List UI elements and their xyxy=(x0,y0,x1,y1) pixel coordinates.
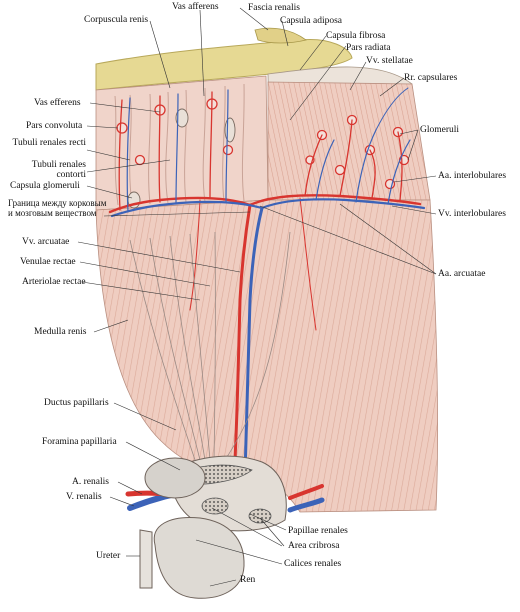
label-medulla-renis: Medulla renis xyxy=(34,327,87,337)
label-pars-convoluta: Pars convoluta xyxy=(26,121,82,131)
label-capsula-fibrosa: Capsula fibrosa xyxy=(326,31,385,41)
label-area-cribrosa: Area cribrosa xyxy=(288,541,339,551)
label-papillae-renales: Papillae renales xyxy=(288,526,348,536)
label-ren: Ren xyxy=(240,575,255,585)
label-corpuscula-renis: Corpuscula renis xyxy=(84,15,148,25)
label-boundary-cortex-medulla: Граница между корковым и мозговым вещест… xyxy=(8,199,108,218)
label-rr-capsulares: Rr. capsulares xyxy=(404,73,457,83)
label-aa-interlobulares: Aa. interlobulares xyxy=(438,171,506,181)
label-vv-interlobulares: Vv. interlobulares xyxy=(438,209,506,219)
label-aa-arcuatae: Aa. arcuatae xyxy=(438,269,485,279)
label-capsula-glomeruli: Capsula glomeruli xyxy=(10,181,80,191)
label-calices-renales: Calices renales xyxy=(284,559,341,569)
label-fascia-renalis: Fascia renalis xyxy=(248,3,300,13)
label-vv-stellatae: Vv. stellatae xyxy=(366,56,413,66)
calyx-upper xyxy=(145,458,205,498)
label-vv-arcuatae: Vv. arcuatae xyxy=(22,237,69,247)
label-ureter: Ureter xyxy=(96,551,120,561)
label-glomeruli: Glomeruli xyxy=(420,125,459,135)
label-tubuli-renales-contorti: Tubuli renales contorti xyxy=(8,160,86,180)
label-venulae-rectae: Venulae rectae xyxy=(20,257,76,267)
label-v-renalis: V. renalis xyxy=(66,492,102,502)
papilla-cut-1 xyxy=(202,498,228,514)
cortex-left xyxy=(96,76,268,210)
label-capsula-adiposa: Capsula adiposa xyxy=(280,16,342,26)
label-foramina-papillaria: Foramina papillaria xyxy=(42,437,117,447)
label-arteriolae-rectae: Arteriolae rectae xyxy=(22,277,86,287)
label-vas-afferens: Vas afferens xyxy=(172,2,219,12)
ureter xyxy=(140,530,152,588)
papilla-cut-2 xyxy=(249,509,271,523)
label-ductus-papillaris: Ductus papillaris xyxy=(44,398,109,408)
fascia-renalis-flap xyxy=(255,28,306,43)
label-a-renalis: A. renalis xyxy=(72,477,109,487)
label-tubuli-renales-recti: Tubuli renales recti xyxy=(8,138,86,148)
label-vas-efferens: Vas efferens xyxy=(34,98,81,108)
label-pars-radiata: Pars radiata xyxy=(346,43,391,53)
